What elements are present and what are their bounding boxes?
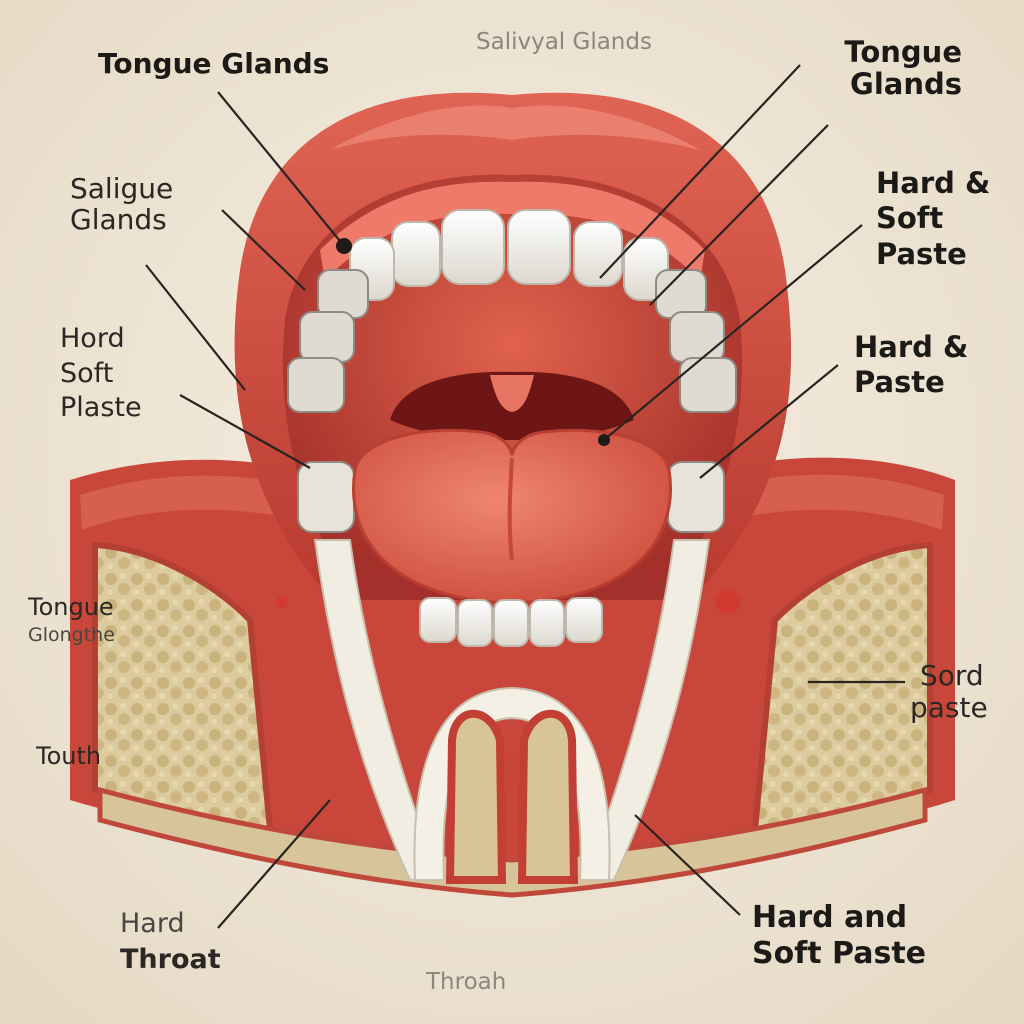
leader-lines xyxy=(145,64,905,929)
label-left-1: Saligue Glands xyxy=(70,173,173,236)
label-line: Saligue xyxy=(70,172,174,205)
uvula xyxy=(490,375,534,412)
left-molar-2 xyxy=(299,311,355,363)
leader-top-left xyxy=(217,91,345,247)
label-line: Glands xyxy=(70,203,167,237)
label-line: Throat xyxy=(120,944,221,976)
right-molar-3 xyxy=(679,357,737,413)
label-line: Hard and xyxy=(752,900,908,935)
label-text: Tongue Glands xyxy=(98,47,330,80)
lower-incisor-5 xyxy=(565,597,603,643)
label-text: Throah xyxy=(426,969,507,995)
label-line: Tongue xyxy=(28,593,114,621)
label-line: Hard & xyxy=(854,330,969,364)
label-text: Touth xyxy=(36,742,102,770)
lower-right-tooth xyxy=(667,461,725,533)
lower-jaw-bone-band xyxy=(97,786,928,898)
leader-dots xyxy=(336,238,610,446)
leader-bottom-right xyxy=(634,814,741,916)
upper-incisor-2 xyxy=(507,209,571,285)
jaw-tissue-highlight-right xyxy=(725,474,944,530)
label-bottom-left: Hard Throat xyxy=(120,906,221,979)
jaw-tissue xyxy=(70,457,955,880)
label-line: Paste xyxy=(876,236,967,271)
right-molar-2 xyxy=(669,311,725,363)
gland-nodule-left xyxy=(276,596,288,608)
lower-incisor-1 xyxy=(419,597,457,643)
label-line: Soft Paste xyxy=(752,936,927,971)
label-line: Soft xyxy=(876,201,944,236)
lower-left-tooth xyxy=(297,461,355,533)
label-line: Hord xyxy=(60,323,125,354)
jaw-tissue-highlight xyxy=(80,475,300,530)
label-top-left: Tongue Glands xyxy=(98,47,330,80)
gland-nodule-right xyxy=(716,590,740,614)
label-line: Plaste xyxy=(60,392,142,424)
upper-incisor-1 xyxy=(441,209,505,285)
label-bottom-right: Hard and Soft Paste xyxy=(752,900,926,972)
tongue xyxy=(352,428,672,605)
label-right-3: Hard & Paste xyxy=(854,330,968,401)
lower-incisor-4 xyxy=(529,599,565,647)
throat-tube-left xyxy=(445,709,507,884)
left-molar-1 xyxy=(317,269,369,319)
label-left-4: Touth xyxy=(36,743,101,770)
leader-bottom-left xyxy=(217,799,331,929)
left-molar-3 xyxy=(287,357,345,413)
label-right-2: Hard & Soft Paste xyxy=(876,166,990,272)
label-top-center: Salivyal Glands xyxy=(476,29,652,56)
upper-incisor-4 xyxy=(573,221,623,287)
label-bottom-center: Throah xyxy=(426,969,507,996)
throat-tube-right xyxy=(517,709,579,884)
upper-molars xyxy=(287,269,737,413)
right-molar-1 xyxy=(655,269,707,319)
label-text: Salivyal Glands xyxy=(476,29,652,55)
upper-lip-shine xyxy=(330,105,700,150)
leader-right-1b xyxy=(649,124,829,306)
label-line: Glongthe xyxy=(28,623,115,646)
label-line: Soft xyxy=(60,357,114,389)
label-line: Glands xyxy=(850,67,962,102)
lower-incisor-2 xyxy=(457,599,493,647)
leader-right-3 xyxy=(699,364,839,479)
label-right-4: Sord paste xyxy=(910,659,988,724)
tongue-midline xyxy=(507,457,514,561)
label-left-2: Hord Soft Plaste xyxy=(60,322,142,426)
leader-left-1 xyxy=(221,209,306,291)
label-line: paste xyxy=(910,691,988,725)
leader-left-1b xyxy=(145,264,246,391)
lower-teeth xyxy=(419,597,603,647)
label-right-1: Tongue Glands xyxy=(812,36,962,101)
leader-dot-icon xyxy=(598,434,610,446)
leader-left-2 xyxy=(179,394,311,469)
lower-incisor-3 xyxy=(493,599,529,647)
leader-dot-icon xyxy=(336,238,352,254)
label-line: Tongue xyxy=(844,35,962,69)
label-line: Paste xyxy=(854,365,945,400)
upper-gum xyxy=(320,181,705,280)
leader-right-2 xyxy=(603,224,863,441)
label-line: Sord xyxy=(920,659,984,692)
label-line: Hard & xyxy=(876,166,991,200)
label-left-3: Tongue Glongthe xyxy=(28,594,115,646)
label-line: Hard xyxy=(120,908,185,939)
upper-incisor-3 xyxy=(391,221,441,287)
leader-right-1a xyxy=(599,64,801,279)
lower-side-teeth xyxy=(297,461,725,533)
